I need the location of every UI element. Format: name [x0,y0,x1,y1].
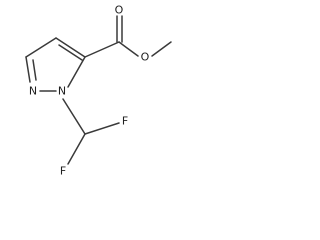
bond-oester-methyl [151,41,172,57]
atom-n2: N [29,85,37,98]
bond-c3-n2 [25,56,31,83]
bond-n1-cf2 [62,98,86,135]
atom-o-carbonyl: O [115,4,124,17]
atom-f-lower: F [60,165,66,178]
bond-cf2-flower [67,133,86,165]
bond-c5-ccarbonyl [84,41,120,58]
atom-o-ester: O [141,51,150,64]
bond-c4-c5-inner [58,44,83,61]
bond-c4-c5 [55,37,86,58]
bond-n1-c5 [67,56,86,88]
atom-f-upper: F [122,115,128,128]
bond-cf2-fupper [84,122,120,135]
bond-c4-c3 [25,37,57,58]
molecule-structure: O O N N F F [25,4,172,178]
bond-c3-n2-inner [32,59,37,81]
bond-ccarbonyl-oester [118,41,139,57]
atom-n1: N [58,85,66,98]
